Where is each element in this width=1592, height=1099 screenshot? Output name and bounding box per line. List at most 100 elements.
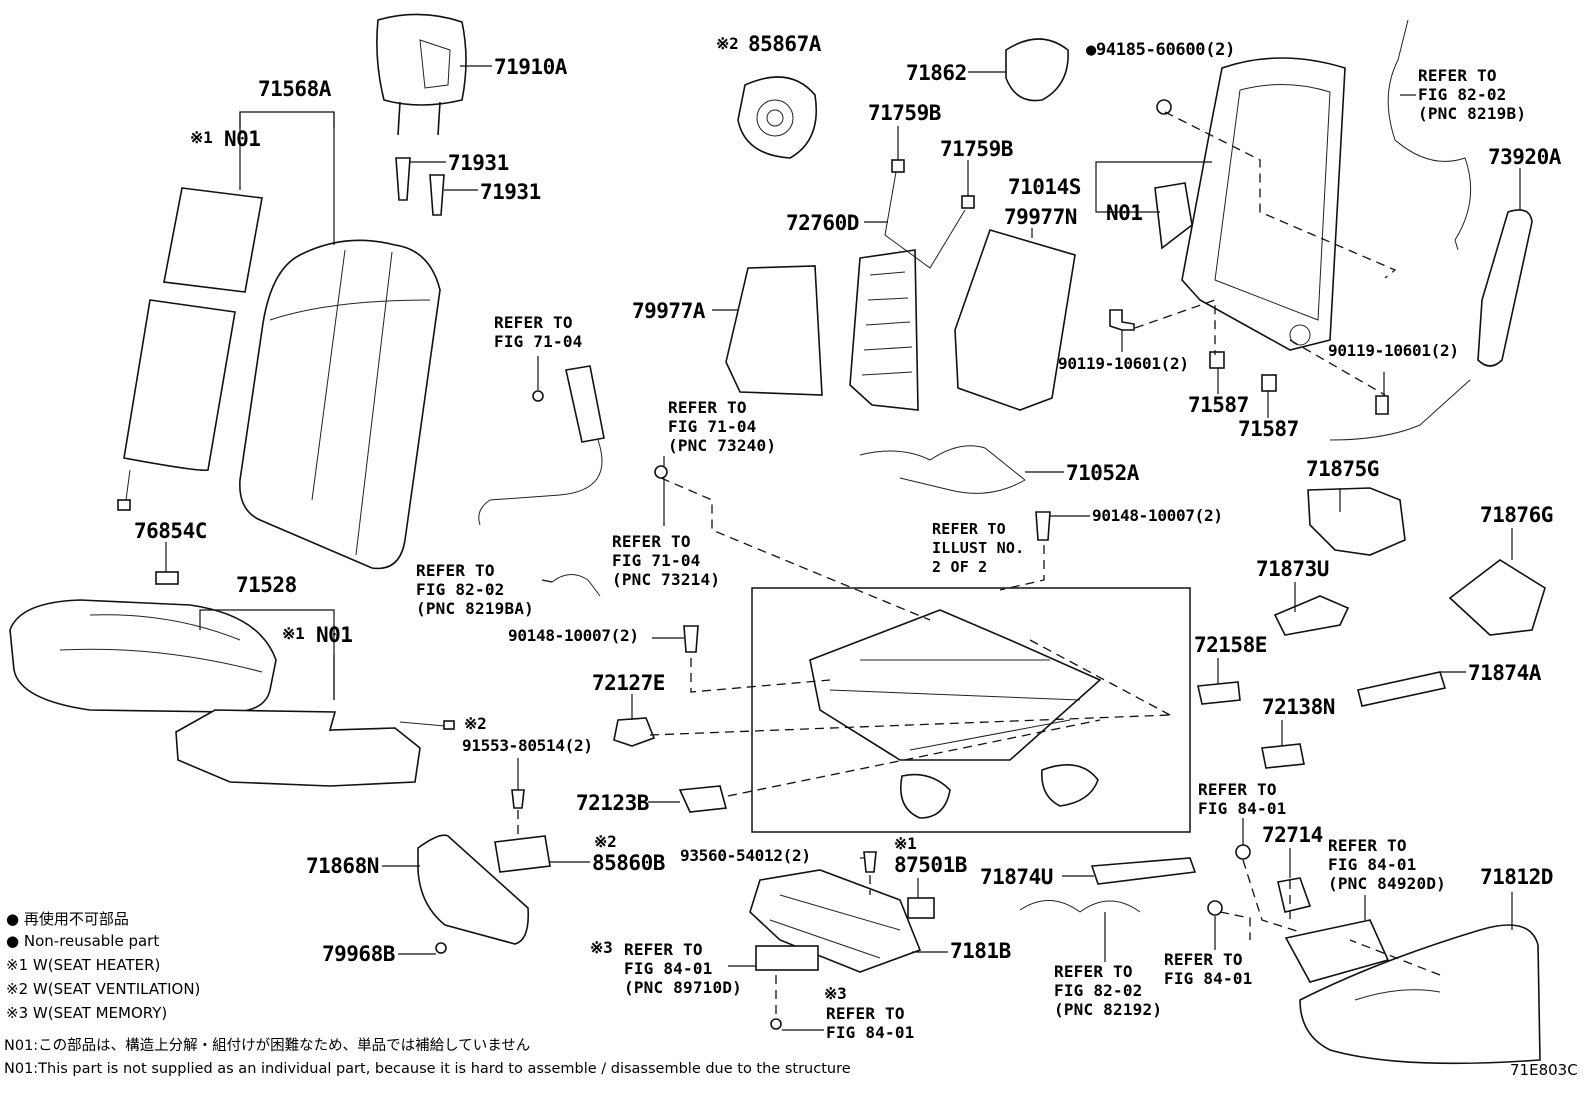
ref-line: (PNC 82192) [1054, 1000, 1163, 1019]
cap-71587-a-drawing [1209, 351, 1225, 369]
ref-line: 2 OF 2 [932, 558, 988, 576]
label-72714: 72714 [1262, 823, 1323, 847]
cover-71876g-drawing [1448, 559, 1546, 636]
label-71587-b: 71587 [1238, 417, 1299, 441]
cover-72138n-drawing [1261, 743, 1305, 769]
ref-fig-84-01-a: REFER TO FIG 84-01 [1198, 780, 1287, 818]
ref-mark-3-a: ※3 [590, 938, 613, 957]
ref-line: FIG 71-04 [494, 332, 583, 351]
label-71812d: 71812D [1480, 865, 1553, 889]
label-87501b: 87501B [894, 853, 967, 877]
switch-84920d-drawing [1284, 919, 1390, 983]
ref-fig-71-04-b: REFER TO FIG 71-04 (PNC 73240) [668, 398, 776, 455]
ref-fig-82-02-a: REFER TO FIG 82-02 (PNC 8219BA) [416, 561, 534, 618]
ref-line: (PNC 8219B) [1418, 104, 1527, 123]
side-panel-drawing [1299, 924, 1541, 1065]
label-71759b-b: 71759B [940, 137, 1013, 161]
non-reusable-bullet: ● [1086, 40, 1096, 60]
ref-line: REFER TO [1198, 780, 1277, 799]
label-72123b: 72123B [576, 791, 649, 815]
seatback-frame-drawing [1181, 57, 1346, 351]
ref-illust-2-of-2: REFER TO ILLUST NO. 2 OF 2 [932, 520, 1024, 577]
cushion-heater-drawing [175, 709, 455, 787]
ventilation-fan-cushion-drawing [494, 835, 551, 873]
legend-bullet: ● [6, 910, 20, 928]
ref-line: FIG 82-02 [1054, 981, 1143, 1000]
ref-line: FIG 71-04 [668, 417, 757, 436]
label-71876g: 71876G [1480, 503, 1553, 527]
screw-91553-drawing [511, 789, 525, 809]
ref-fig-82-02-b: REFER TO FIG 82-02 (PNC 8219B) [1418, 66, 1526, 123]
ref-fig-71-04-c: REFER TO FIG 71-04 (PNC 73214) [612, 532, 720, 589]
label-71931-b: 71931 [480, 180, 541, 204]
ref-line: FIG 71-04 [612, 551, 701, 570]
label-n01-a: N01 [224, 127, 261, 151]
ref-line: FIG 84-01 [1198, 799, 1287, 818]
label-71874u: 71874U [980, 865, 1053, 889]
ref-line: REFER TO [1418, 66, 1497, 85]
pad-79977a-drawing [725, 265, 823, 396]
ref-fig-84-01-c: REFER TO FIG 84-01 [1164, 950, 1253, 988]
cover-72123b-drawing [678, 785, 728, 813]
assembly-dashed-lines [517, 111, 1441, 1018]
label-93560: 93560-54012(2) [680, 846, 811, 865]
ref-line: (PNC 89710D) [624, 978, 742, 997]
ref-line: FIG 82-02 [1418, 85, 1507, 104]
footnote-en: N01:This part is not supplied as an indi… [4, 1061, 851, 1077]
clip-71759b-a-drawing [891, 159, 905, 173]
label-n01-a-mark: ※1 [190, 128, 213, 147]
label-71868n: 71868N [306, 854, 379, 878]
buckle-wire-drawing [551, 574, 601, 597]
legend-bullet: ● [6, 932, 20, 950]
label-71875g: 71875G [1306, 457, 1379, 481]
ref-line: ILLUST NO. [932, 539, 1025, 557]
cover-71875g-drawing [1307, 487, 1406, 556]
cover-71874u-drawing [1090, 857, 1197, 885]
label-71931-a: 71931 [448, 151, 509, 175]
ref-line: (PNC 84920D) [1328, 874, 1446, 893]
label-79968b: 79968B [322, 942, 395, 966]
ref-line: REFER TO [624, 940, 703, 959]
label-90148-a: 90148-10007(2) [1092, 506, 1223, 525]
label-79977a: 79977A [632, 299, 705, 323]
label-n01-b-mark: ※1 [282, 624, 305, 643]
legend-en-text: Non-reusable part [23, 932, 160, 950]
label-72138n: 72138N [1262, 695, 1335, 719]
label-7181b: 7181B [950, 939, 1011, 963]
seatbelt-buckle-drawing [478, 365, 605, 526]
ref-line: FIG 84-01 [624, 959, 713, 978]
label-71874a: 71874A [1468, 661, 1541, 685]
legend-line-en: ● Non-reusable part [6, 932, 159, 950]
ref-line: FIG 84-01 [1328, 855, 1417, 874]
heater-switch-drawing [907, 897, 935, 919]
ref-fig-84-01-d: REFER TO FIG 84-01 (PNC 89710D) [624, 940, 742, 997]
label-72158e: 72158E [1194, 633, 1267, 657]
cushion-frame-drawing [749, 869, 922, 973]
side-shield-drawing [417, 834, 530, 945]
bolt-90119-a-drawing [1109, 309, 1135, 331]
label-71014s: 71014S [1008, 175, 1081, 199]
ref-line: REFER TO [826, 1004, 905, 1023]
cover-72158e-drawing [1197, 681, 1241, 705]
cover-71874a-drawing [1357, 671, 1447, 707]
ref-fig-82-02-c: REFER TO FIG 82-02 (PNC 82192) [1054, 962, 1162, 1019]
seat-track-assembly-drawing [809, 609, 1102, 819]
ref-line: REFER TO [932, 520, 1006, 538]
headrest-guide-drawing [395, 157, 445, 216]
label-76854c: 76854C [134, 519, 207, 543]
label-n01-b: N01 [316, 623, 353, 647]
label-94185: ●94185-60600(2) [1086, 40, 1236, 60]
label-71910a: 71910A [494, 55, 567, 79]
harness-71052a-drawing [859, 445, 1026, 494]
label-85860b: 85860B [592, 851, 665, 875]
label-94185-text: 94185-60600(2) [1095, 40, 1236, 60]
clip-71759b-b-drawing [961, 195, 975, 209]
clip-8401-c-drawing [1207, 900, 1223, 916]
label-71052a: 71052A [1066, 461, 1139, 485]
bolt-memory-ecu-drawing [770, 1018, 782, 1030]
cap-71587-b-drawing [1261, 374, 1277, 392]
seat-track-box [751, 587, 1191, 833]
ref-line: (PNC 8219BA) [416, 599, 534, 618]
figure-code: 71E803C [1510, 1061, 1578, 1079]
clip-76854c-drawing [155, 571, 179, 585]
